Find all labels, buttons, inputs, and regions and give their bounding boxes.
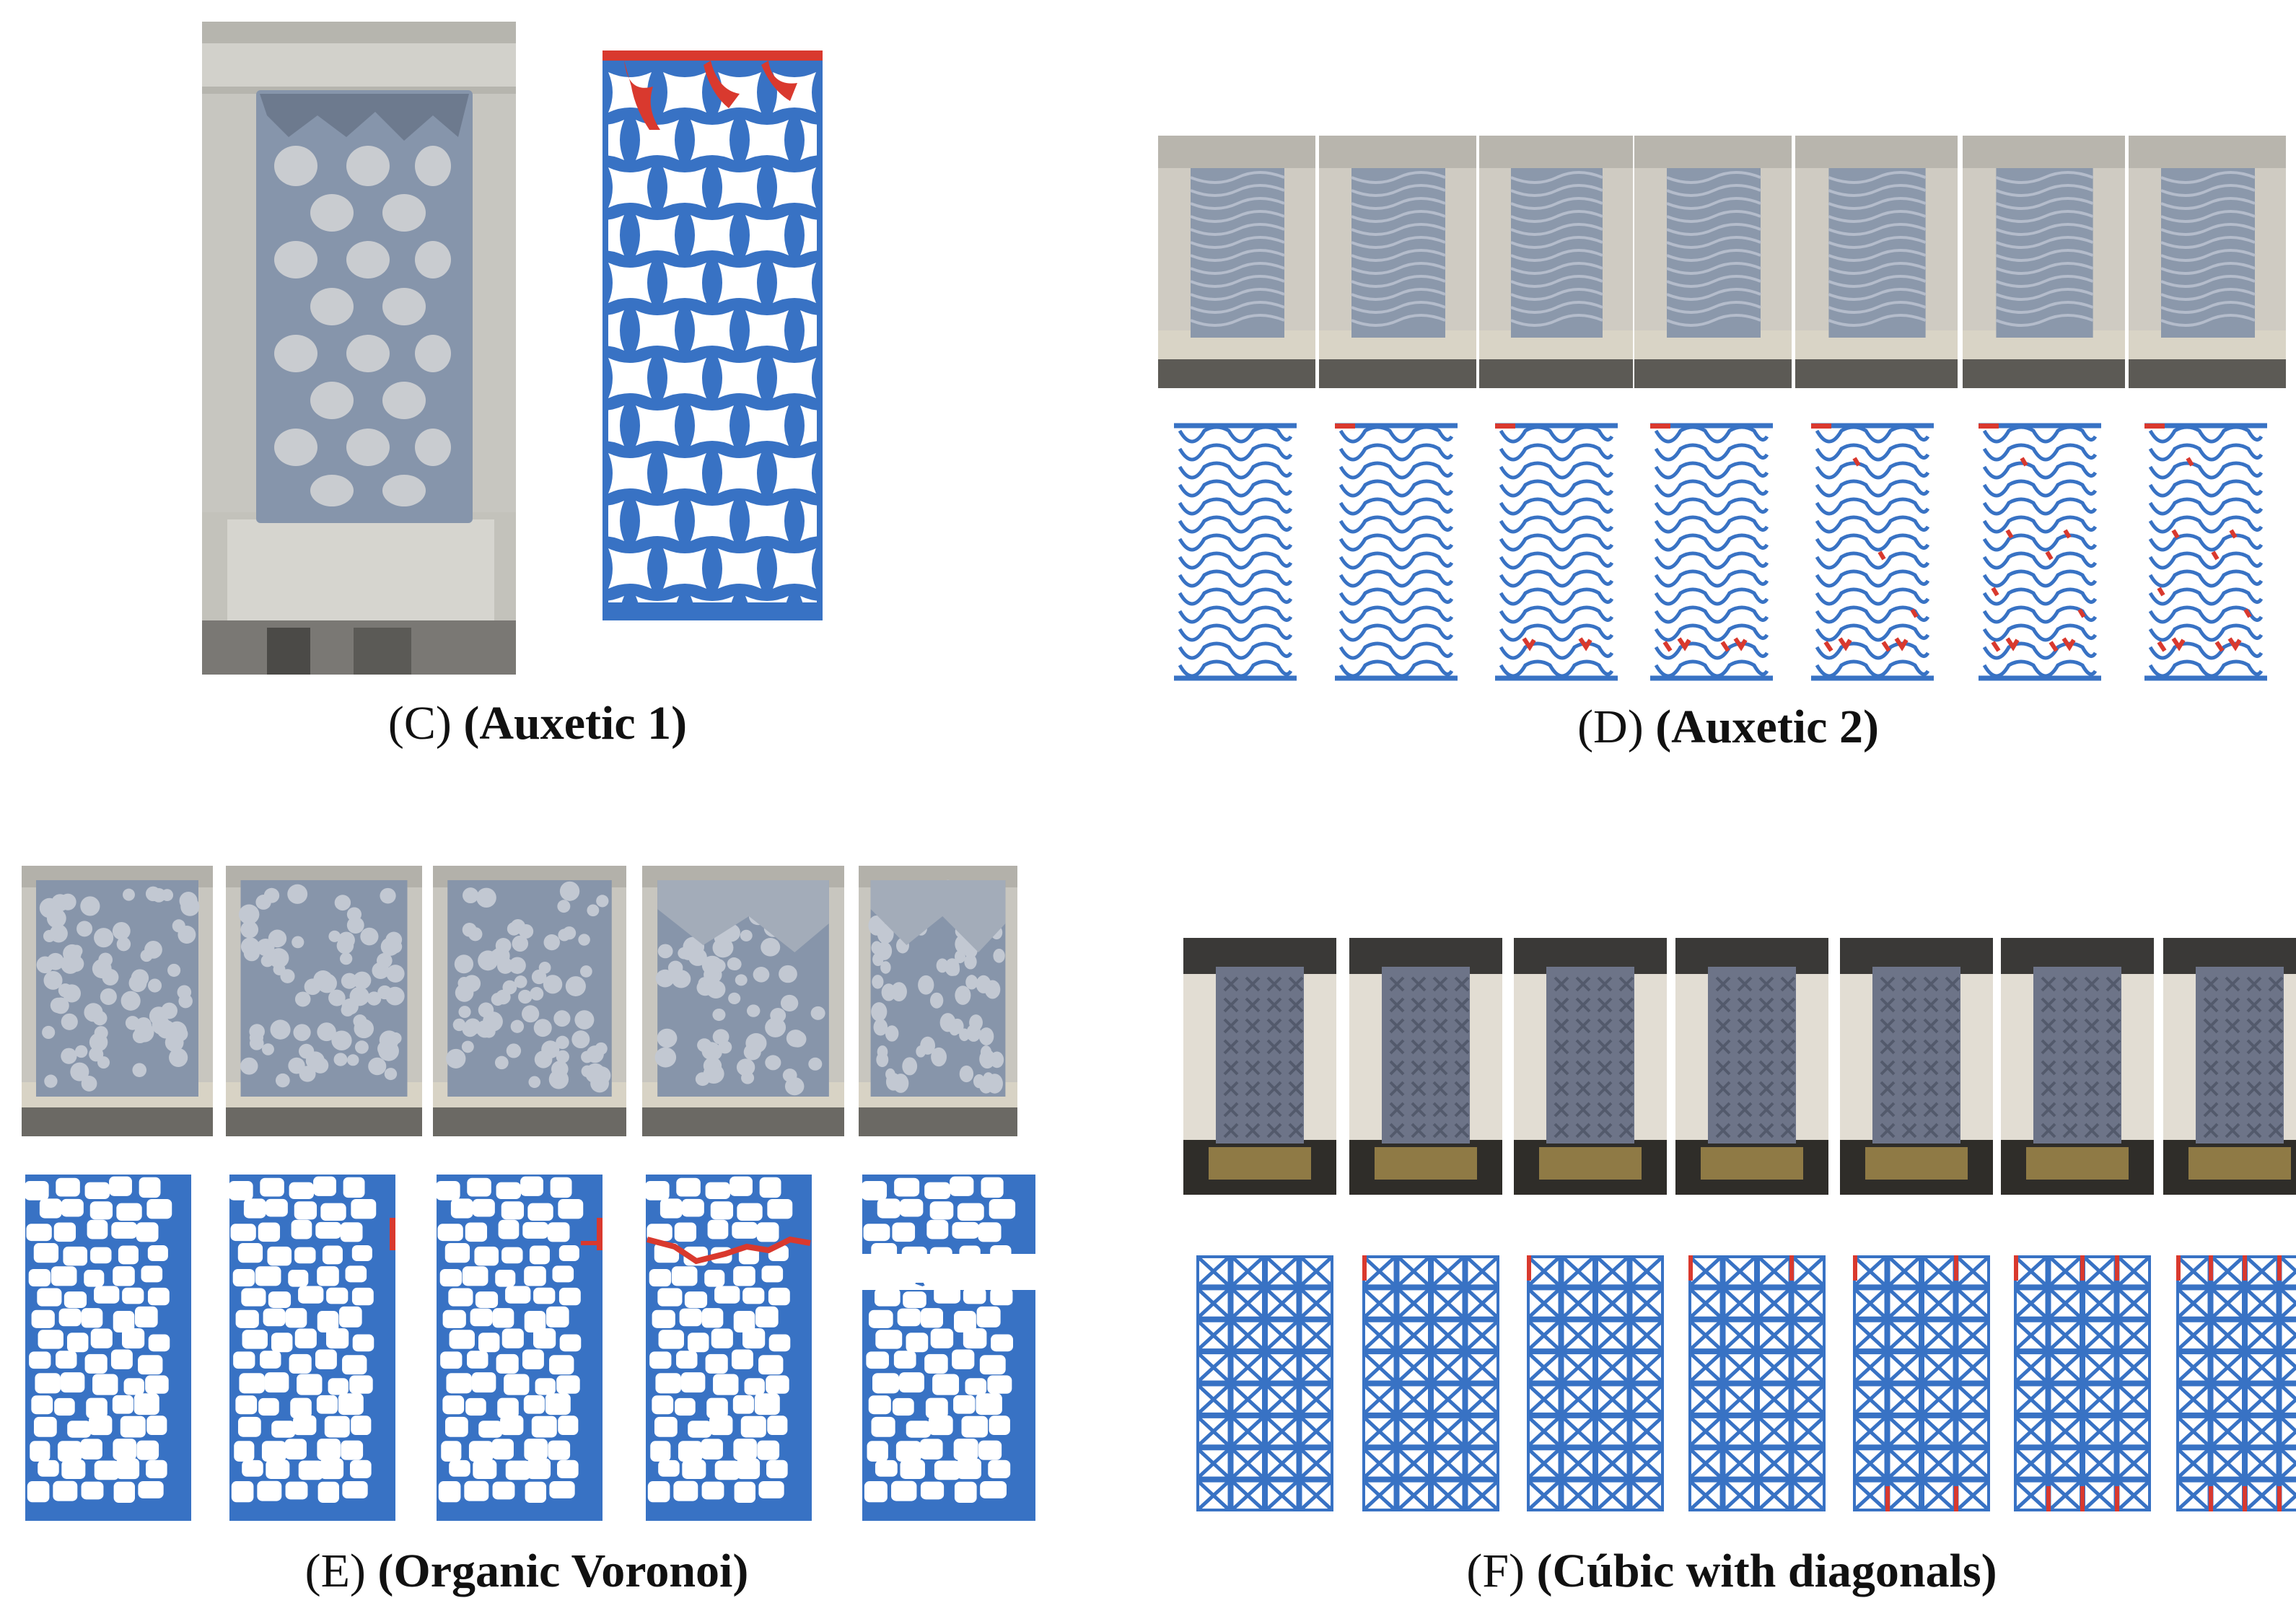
auxetic-2-sim-frame-1 [1174, 422, 1297, 682]
voronoi-photo-frame-4 [642, 866, 844, 1136]
cubic-photo-image-4 [1675, 938, 1828, 1195]
cubic-photo-frame-5 [1840, 938, 1993, 1195]
auxetic-2-sim-lattice-1 [1174, 423, 1297, 681]
auxetic-2-photo-image-7 [2129, 136, 2286, 388]
auxetic-2-photo-frame-5 [1795, 136, 1958, 388]
auxetic-2-photo-frame-4 [1634, 136, 1792, 388]
cubic-photo-frame-6 [2001, 938, 2154, 1195]
auxetic-2-sim-frame-5 [1811, 422, 1934, 682]
cubic-photo-frame-3 [1514, 938, 1667, 1195]
voronoi-photo-image-4 [642, 866, 844, 1136]
voronoi-sim-frame-4 [646, 1175, 812, 1521]
cubic-photo-frame-2 [1349, 938, 1502, 1195]
caption-f-letter: (F) [1466, 1545, 1525, 1597]
cubic-sim-lattice-7 [2176, 1255, 2296, 1511]
voronoi-photo-frame-1 [22, 866, 213, 1136]
caption-c: (C) (Auxetic 1) [339, 696, 736, 751]
auxetic-2-sim-lattice-4 [1650, 423, 1773, 681]
auxetic-2-photo-image-3 [1479, 136, 1633, 388]
voronoi-sim-lattice-3 [437, 1175, 603, 1521]
voronoi-sim-lattice-5 [862, 1175, 1035, 1521]
auxetic-2-photo-image-2 [1319, 136, 1476, 388]
cubic-photo-frame-1 [1183, 938, 1336, 1195]
cubic-photo-frame-4 [1675, 938, 1828, 1195]
cubic-sim-frame-6 [2014, 1255, 2151, 1511]
cubic-sim-lattice-1 [1196, 1255, 1333, 1511]
auxetic-2-sim-lattice-7 [2144, 423, 2267, 681]
auxetic-2-photo-frame-6 [1963, 136, 2125, 388]
cubic-sim-frame-5 [1853, 1255, 1990, 1511]
caption-d-title: (Auxetic 2) [1655, 701, 1879, 753]
cubic-photo-image-1 [1183, 938, 1336, 1195]
auxetic-2-photo-image-6 [1963, 136, 2125, 388]
voronoi-sim-lattice-2 [229, 1175, 395, 1521]
voronoi-photo-image-2 [226, 866, 422, 1136]
voronoi-sim-frame-5 [862, 1175, 1035, 1521]
caption-e-letter: (E) [304, 1545, 366, 1597]
auxetic-2-sim-lattice-5 [1811, 423, 1934, 681]
auxetic-2-sim-frame-2 [1335, 422, 1458, 682]
auxetic-1-simulation [603, 51, 823, 620]
caption-e-title: (Organic Voronoi) [377, 1545, 749, 1597]
auxetic-2-photo-frame-2 [1319, 136, 1476, 388]
voronoi-photo-frame-5 [859, 866, 1017, 1136]
voronoi-sim-frame-1 [25, 1175, 191, 1521]
caption-e: (E) (Organic Voronoi) [238, 1544, 815, 1599]
voronoi-sim-lattice-1 [25, 1175, 191, 1521]
caption-d: (D) (Auxetic 2) [1530, 700, 1927, 755]
cubic-photo-image-2 [1349, 938, 1502, 1195]
auxetic-1-simulation-lattice [603, 51, 823, 620]
auxetic-2-photo-image-5 [1795, 136, 1958, 388]
cubic-sim-frame-3 [1527, 1255, 1664, 1511]
caption-d-letter: (D) [1577, 701, 1644, 753]
auxetic-2-sim-frame-3 [1495, 422, 1618, 682]
auxetic-2-sim-frame-6 [1979, 422, 2101, 682]
cubic-photo-frame-7 [2163, 938, 2296, 1195]
auxetic-1-photo [202, 22, 516, 675]
cubic-sim-frame-1 [1196, 1255, 1333, 1511]
voronoi-photo-image-5 [859, 866, 1017, 1136]
caption-c-title: (Auxetic 1) [463, 697, 688, 750]
cubic-photo-image-3 [1514, 938, 1667, 1195]
cubic-sim-lattice-3 [1527, 1255, 1664, 1511]
cubic-photo-image-5 [1840, 938, 1993, 1195]
auxetic-2-sim-lattice-2 [1335, 423, 1458, 681]
auxetic-2-photo-image-4 [1634, 136, 1792, 388]
voronoi-photo-image-3 [433, 866, 626, 1136]
cubic-sim-lattice-5 [1853, 1255, 1990, 1511]
cubic-photo-image-7 [2163, 938, 2296, 1195]
cubic-sim-lattice-2 [1362, 1255, 1499, 1511]
auxetic-2-photo-frame-3 [1479, 136, 1633, 388]
auxetic-2-sim-frame-4 [1650, 422, 1773, 682]
cubic-sim-lattice-6 [2014, 1255, 2151, 1511]
auxetic-2-sim-lattice-6 [1979, 423, 2101, 681]
voronoi-photo-frame-2 [226, 866, 422, 1136]
cubic-sim-frame-7 [2176, 1255, 2296, 1511]
voronoi-photo-image-1 [22, 866, 213, 1136]
voronoi-photo-frame-3 [433, 866, 626, 1136]
voronoi-sim-lattice-4 [646, 1175, 812, 1521]
auxetic-2-photo-frame-7 [2129, 136, 2286, 388]
caption-f-title: (Cúbic with diagonals) [1536, 1545, 1997, 1597]
cubic-sim-lattice-4 [1688, 1255, 1826, 1511]
auxetic-1-photo-image [202, 22, 516, 675]
auxetic-2-photo-frame-1 [1158, 136, 1315, 388]
caption-c-letter: (C) [387, 697, 452, 750]
auxetic-2-photo-image-1 [1158, 136, 1315, 388]
cubic-photo-image-6 [2001, 938, 2154, 1195]
auxetic-2-sim-lattice-3 [1495, 423, 1618, 681]
caption-f: (F) (Cúbic with diagonals) [1371, 1544, 2093, 1599]
auxetic-2-sim-frame-7 [2144, 422, 2267, 682]
cubic-sim-frame-2 [1362, 1255, 1499, 1511]
voronoi-sim-frame-3 [437, 1175, 603, 1521]
voronoi-sim-frame-2 [229, 1175, 395, 1521]
cubic-sim-frame-4 [1688, 1255, 1826, 1511]
